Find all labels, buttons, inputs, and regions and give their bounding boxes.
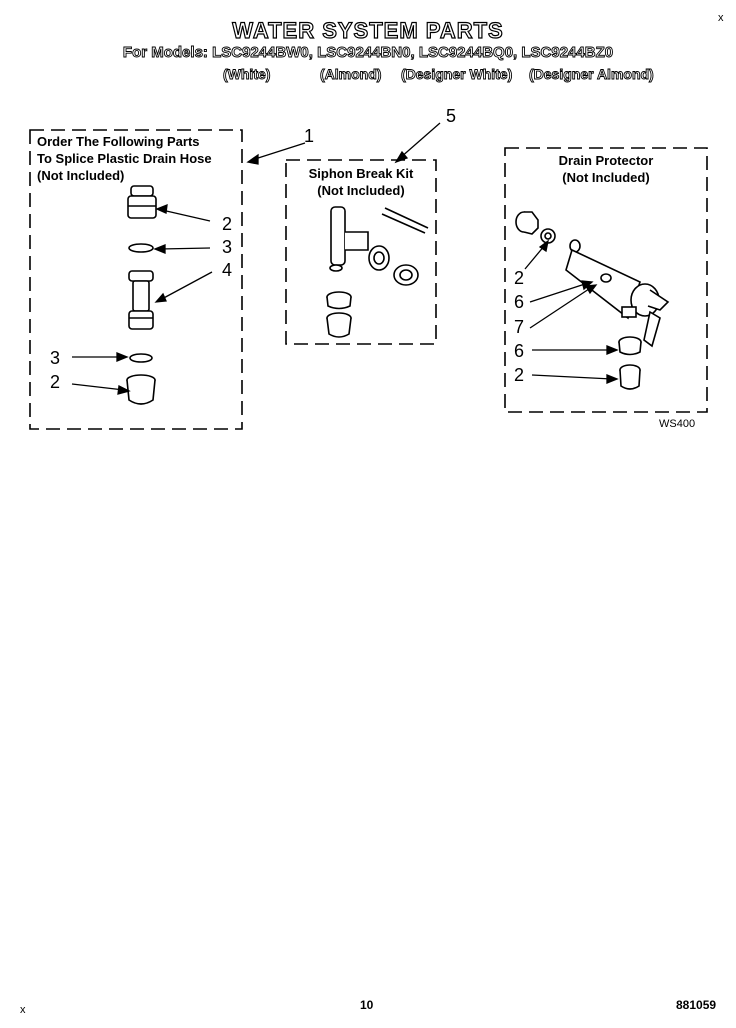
drain-panel-border [504, 147, 708, 413]
splice-heading-line-3: (Not Included) [37, 168, 125, 183]
callout-left-2-bottom: 2 [50, 372, 61, 392]
splice-heading-line-1: Order The Following Parts [37, 134, 200, 149]
siphon-heading-line-1: Siphon Break Kit [308, 166, 414, 181]
splice-panel-border [29, 129, 243, 430]
callout-left-4: 4 [222, 260, 233, 280]
color-designer-almond: (Designer Almond) [529, 66, 655, 83]
splice-parts [126, 185, 157, 405]
page-title: WATER SYSTEM PARTS [232, 17, 504, 43]
splice-panel-heading: Order The Following Parts To Splice Plas… [37, 133, 212, 184]
color-white: (White) [223, 66, 271, 83]
model-list: For Models: LSC9244BW0, LSC9244BN0, LSC9… [122, 44, 614, 62]
callout-1: 1 [304, 126, 315, 146]
color-almond: (Almond) [320, 66, 382, 83]
drain-panel-heading: Drain Protector (Not Included) [505, 152, 707, 186]
callout-left-3-top: 3 [222, 237, 233, 257]
siphon-panel-heading: Siphon Break Kit (Not Included) [286, 165, 436, 199]
corner-mark-top: x [718, 12, 724, 24]
siphon-parts [326, 206, 429, 338]
splice-heading-line-2: To Splice Plastic Drain Hose [37, 151, 212, 166]
color-designer-white: (Designer White) [401, 66, 513, 83]
drain-heading-line-1: Drain Protector [558, 153, 654, 168]
callout-right-6-top: 6 [514, 292, 525, 312]
diagram-code: WS400 [659, 418, 696, 430]
drain-heading-line-2: (Not Included) [562, 170, 650, 185]
callout-right-7: 7 [514, 317, 525, 337]
siphon-heading-line-2: (Not Included) [317, 183, 405, 198]
callout-right-6-bottom: 6 [514, 341, 525, 361]
callout-right-2-top: 2 [514, 268, 525, 288]
drain-parts [515, 211, 670, 390]
page-number: 10 [360, 998, 374, 1012]
callout-right-2-bottom: 2 [514, 365, 525, 385]
leader-lines [71, 122, 619, 395]
callout-5: 5 [446, 106, 457, 126]
corner-mark-bottom: x [20, 1004, 26, 1016]
document-number: 881059 [676, 998, 717, 1012]
callout-left-2-top: 2 [222, 214, 233, 234]
callout-left-3-bottom: 3 [50, 348, 61, 368]
siphon-panel-border [285, 159, 437, 345]
